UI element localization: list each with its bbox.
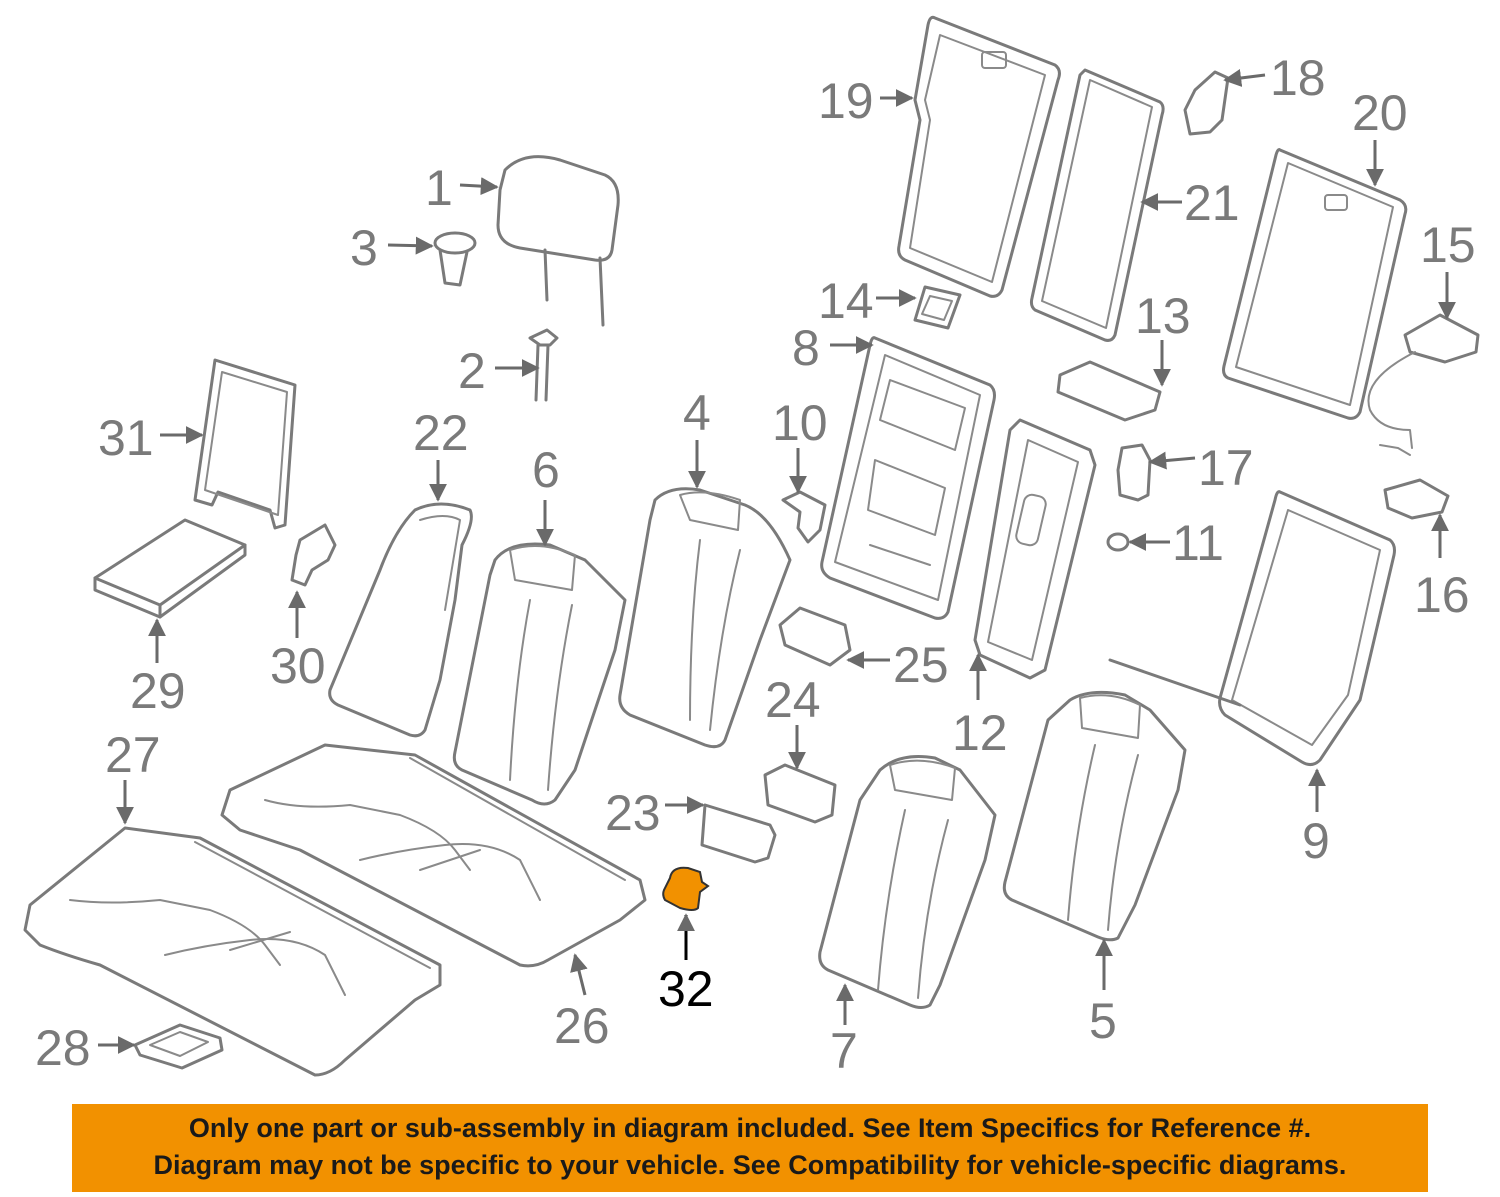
part-21-panel bbox=[1029, 68, 1165, 342]
callout-21: 21 bbox=[1184, 175, 1240, 231]
part-26-cushion bbox=[220, 743, 647, 968]
part-19-panel bbox=[897, 15, 1061, 298]
part-9-frame bbox=[1108, 490, 1396, 767]
part-24-block bbox=[763, 763, 837, 824]
callout-25: 25 bbox=[893, 637, 949, 693]
callout-32-highlighted: 32 bbox=[658, 961, 714, 1017]
callout-17: 17 bbox=[1198, 440, 1254, 496]
callout-10: 10 bbox=[772, 395, 828, 451]
part-6-seatback bbox=[452, 542, 627, 806]
callout-12: 12 bbox=[952, 705, 1008, 761]
callout-20: 20 bbox=[1352, 85, 1408, 141]
callout-14: 14 bbox=[818, 273, 874, 329]
part-29-box bbox=[93, 518, 247, 619]
callout-1: 1 bbox=[425, 160, 453, 216]
callout-2: 2 bbox=[458, 343, 486, 399]
part-30-clip bbox=[290, 523, 337, 587]
part-8-frame bbox=[820, 336, 996, 620]
callout-labels: 1 3 2 4 5 6 7 8 9 10 11 12 13 14 15 16 1… bbox=[35, 50, 1476, 1079]
part-23-block bbox=[700, 803, 777, 864]
parts-diagram: 1 3 2 4 5 6 7 8 9 10 11 12 13 14 15 16 1… bbox=[23, 15, 1480, 1079]
part-10-clip bbox=[781, 490, 827, 544]
part-11-washer bbox=[1106, 532, 1130, 552]
callout-8: 8 bbox=[792, 320, 820, 376]
callout-23: 23 bbox=[605, 785, 661, 841]
part-18-bracket bbox=[1183, 70, 1230, 136]
part-17-bracket bbox=[1116, 443, 1152, 502]
callout-27: 27 bbox=[105, 727, 161, 783]
part-15-latch bbox=[1367, 313, 1480, 456]
callout-24: 24 bbox=[765, 672, 821, 728]
callout-16: 16 bbox=[1414, 567, 1470, 623]
part-32-highlighted bbox=[662, 866, 710, 911]
disclaimer-banner: Only one part or sub-assembly in diagram… bbox=[72, 1104, 1428, 1192]
callout-5: 5 bbox=[1089, 993, 1117, 1049]
callout-7: 7 bbox=[830, 1023, 858, 1079]
callout-11: 11 bbox=[1172, 515, 1224, 571]
part-28-tray bbox=[133, 1023, 224, 1070]
callout-15: 15 bbox=[1420, 217, 1476, 273]
callout-9: 9 bbox=[1302, 813, 1330, 869]
callout-28: 28 bbox=[35, 1020, 91, 1076]
callout-19: 19 bbox=[818, 73, 874, 129]
part-4-seatback bbox=[618, 487, 792, 749]
part-5-seatback bbox=[1002, 690, 1187, 942]
part-12-frame bbox=[973, 418, 1097, 680]
part-7-seatback bbox=[818, 755, 997, 1009]
part-22-bolster bbox=[328, 502, 473, 738]
part-31-panel bbox=[193, 358, 297, 530]
callout-29: 29 bbox=[130, 663, 186, 719]
part-25-trim bbox=[778, 606, 852, 667]
callout-3: 3 bbox=[350, 220, 378, 276]
part-14-pad bbox=[913, 285, 962, 330]
callout-4: 4 bbox=[683, 385, 711, 441]
part-1-headrest bbox=[496, 155, 620, 327]
callout-26: 26 bbox=[554, 998, 610, 1054]
part-3-guide bbox=[433, 231, 477, 287]
part-20-panel bbox=[1222, 148, 1408, 420]
callout-30: 30 bbox=[270, 638, 326, 694]
part-2-sleeve bbox=[528, 328, 559, 402]
part-16-striker bbox=[1383, 478, 1450, 520]
callout-6: 6 bbox=[532, 442, 560, 498]
callout-arrows bbox=[98, 69, 1456, 1054]
callout-22: 22 bbox=[413, 405, 469, 461]
part-13-trim bbox=[1056, 360, 1162, 422]
callout-31: 31 bbox=[98, 410, 154, 466]
part-27-cushion bbox=[23, 826, 442, 1077]
disclaimer-line-2: Diagram may not be specific to your vehi… bbox=[153, 1150, 1347, 1180]
disclaimer-line-1: Only one part or sub-assembly in diagram… bbox=[188, 1113, 1312, 1143]
callout-13: 13 bbox=[1135, 288, 1191, 344]
callout-18: 18 bbox=[1270, 50, 1326, 106]
